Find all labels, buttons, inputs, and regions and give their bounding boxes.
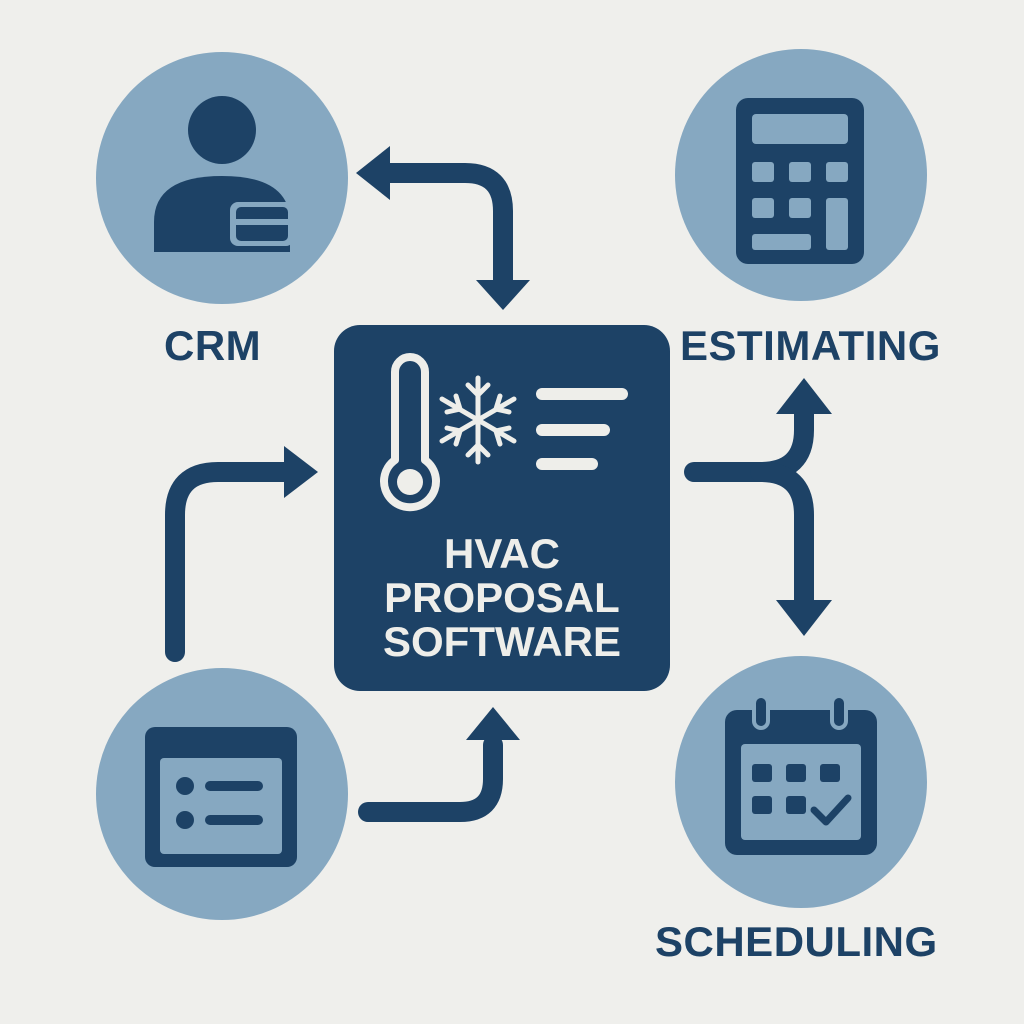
thermometer-icon: [380, 353, 440, 512]
list-to-center-bottom-connector: [358, 735, 503, 822]
estimating-label: ESTIMATING: [680, 322, 941, 369]
arrowhead-right-center-left: [284, 446, 318, 498]
snowflake-icon: [439, 375, 517, 465]
arrowhead-down-scheduling: [776, 600, 832, 636]
calendar-check-icon: [725, 694, 877, 855]
center-to-estimating-connector: [684, 400, 814, 482]
scheduling-label: SCHEDULING: [655, 918, 938, 965]
center-to-scheduling-connector: [750, 462, 814, 610]
center-title-line-1: HVAC: [444, 530, 560, 577]
user-id-icon: [154, 96, 294, 252]
text-lines-icon: [536, 388, 628, 470]
center-title: HVAC PROPOSAL SOFTWARE: [334, 532, 670, 664]
list-to-center-left-connector: [165, 462, 306, 662]
center-title-line-2: PROPOSAL: [384, 574, 620, 621]
checklist-icon: [145, 727, 297, 867]
arrowhead-up-center-bottom: [466, 707, 520, 740]
calculator-icon: [736, 98, 864, 264]
arrowhead-up-estimating: [776, 378, 832, 414]
center-box: [334, 325, 670, 691]
crm-to-center-connector: [374, 163, 513, 290]
center-title-line-3: SOFTWARE: [383, 618, 621, 665]
arrowhead-left-crm: [356, 146, 390, 200]
arrowhead-down-center-top: [476, 280, 530, 310]
crm-label: CRM: [164, 322, 262, 369]
